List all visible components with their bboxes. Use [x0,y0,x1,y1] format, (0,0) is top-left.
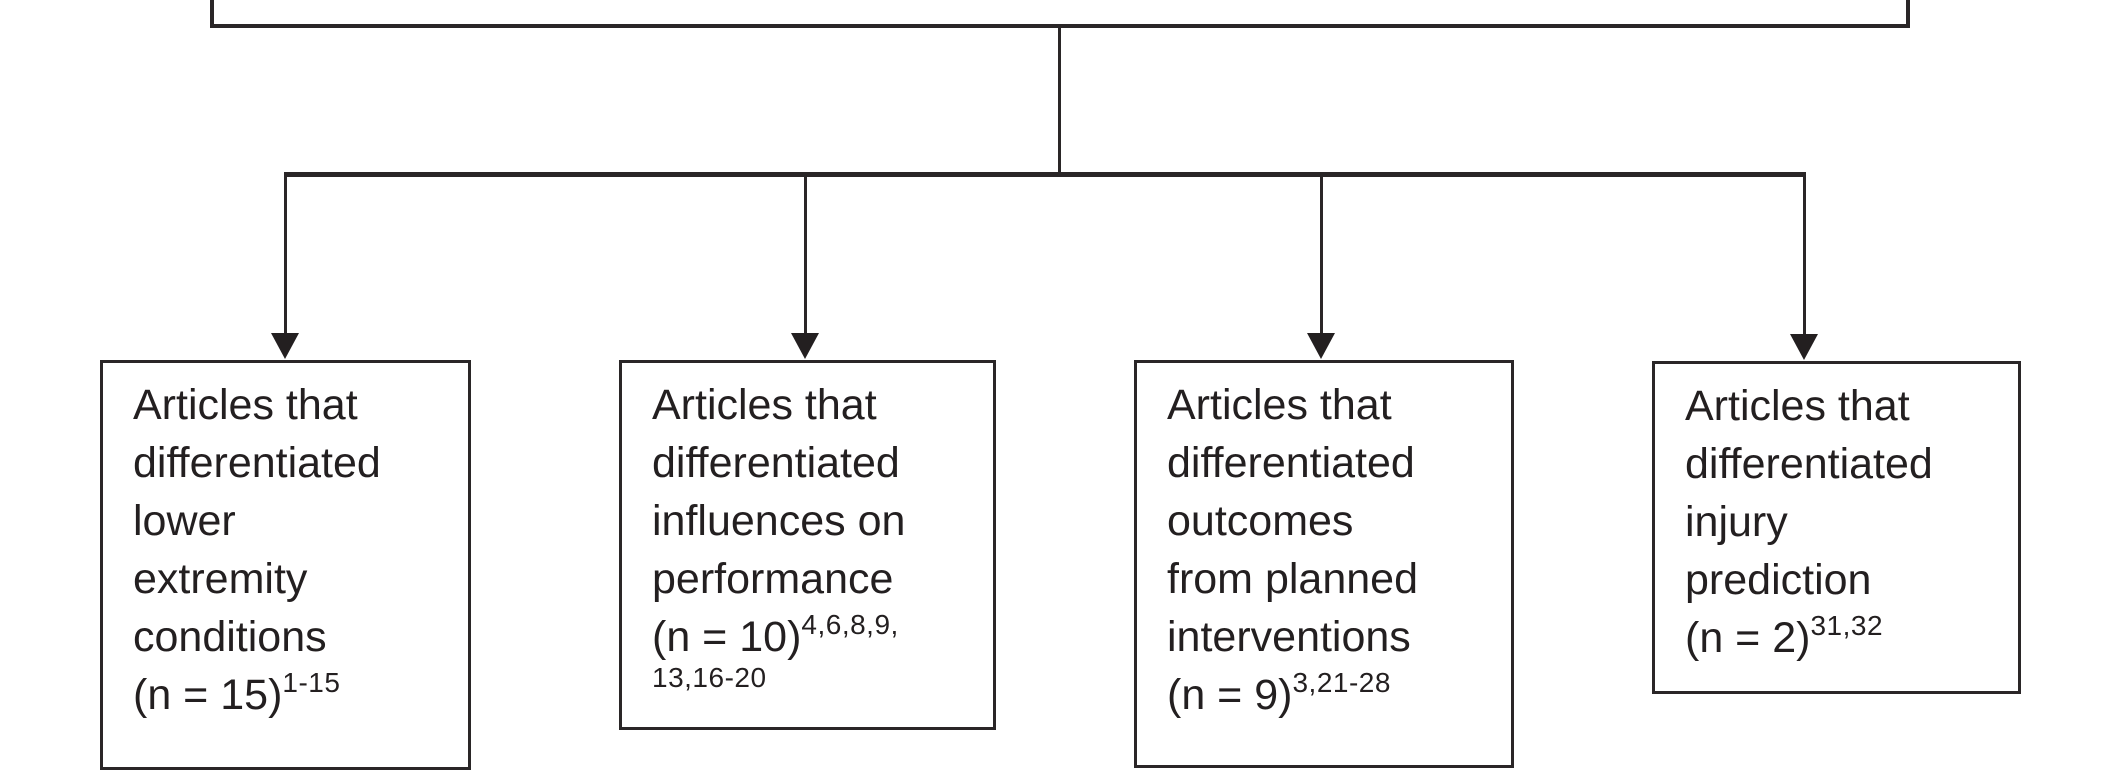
text-line: Articles that [652,381,877,429]
citation-superscript: 1-15 [282,667,341,698]
branch-line-2 [804,174,807,338]
text-line: differentiated [652,439,900,487]
arrow-down-icon-2 [791,333,819,359]
text-line: extremity [133,555,308,603]
root-connector-line [1058,28,1061,176]
branch-horizontal-line [284,172,1806,177]
text-line: differentiated [1685,440,1933,488]
count-line: (n = 10)4,6,8,9, [652,608,987,666]
count-line: (n = 9)3,21-28 [1167,666,1505,724]
text-line: Articles that [1167,381,1392,429]
text-line: Articles that [1685,382,1910,430]
branch-line-1 [284,174,287,338]
text-line: conditions [133,613,327,661]
category-box-outcomes-from-planned-interventions: Articles that differentiated outcomes fr… [1134,360,1514,768]
citation-superscript: 31,32 [1810,610,1884,641]
parent-box [210,0,1910,28]
text-line: lower [133,497,236,545]
citation-superscript: 4,6,8,9, [801,609,899,640]
text-line: from planned [1167,555,1418,603]
text-line: differentiated [133,439,381,487]
count-line: (n = 2)31,32 [1685,609,2012,667]
text-line: prediction [1685,556,1872,604]
count-line: (n = 15)1-15 [133,666,462,724]
count-text: (n = 2) [1685,614,1811,662]
category-box-influences-on-performance: Articles that differentiated influences … [619,360,996,730]
text-line: interventions [1167,613,1411,661]
text-line: influences on [652,497,906,545]
text-line: injury [1685,498,1788,546]
arrow-down-icon-1 [271,333,299,359]
count-text: (n = 15) [133,671,283,719]
citation-superscript-continued: 13,16-20 [652,662,767,693]
count-text: (n = 10) [652,613,802,661]
arrow-down-icon-4 [1790,334,1818,360]
category-box-lower-extremity-conditions: Articles that differentiated lower extre… [100,360,471,770]
category-box-injury-prediction: Articles that differentiated injury pred… [1652,361,2021,694]
text-line: outcomes [1167,497,1354,545]
branch-line-3 [1320,174,1323,338]
text-line: performance [652,555,894,603]
count-text: (n = 9) [1167,671,1293,719]
branch-line-4 [1803,174,1806,338]
text-line: Articles that [133,381,358,429]
text-line: differentiated [1167,439,1415,487]
citation-superscript: 3,21-28 [1292,667,1391,698]
arrow-down-icon-3 [1307,333,1335,359]
